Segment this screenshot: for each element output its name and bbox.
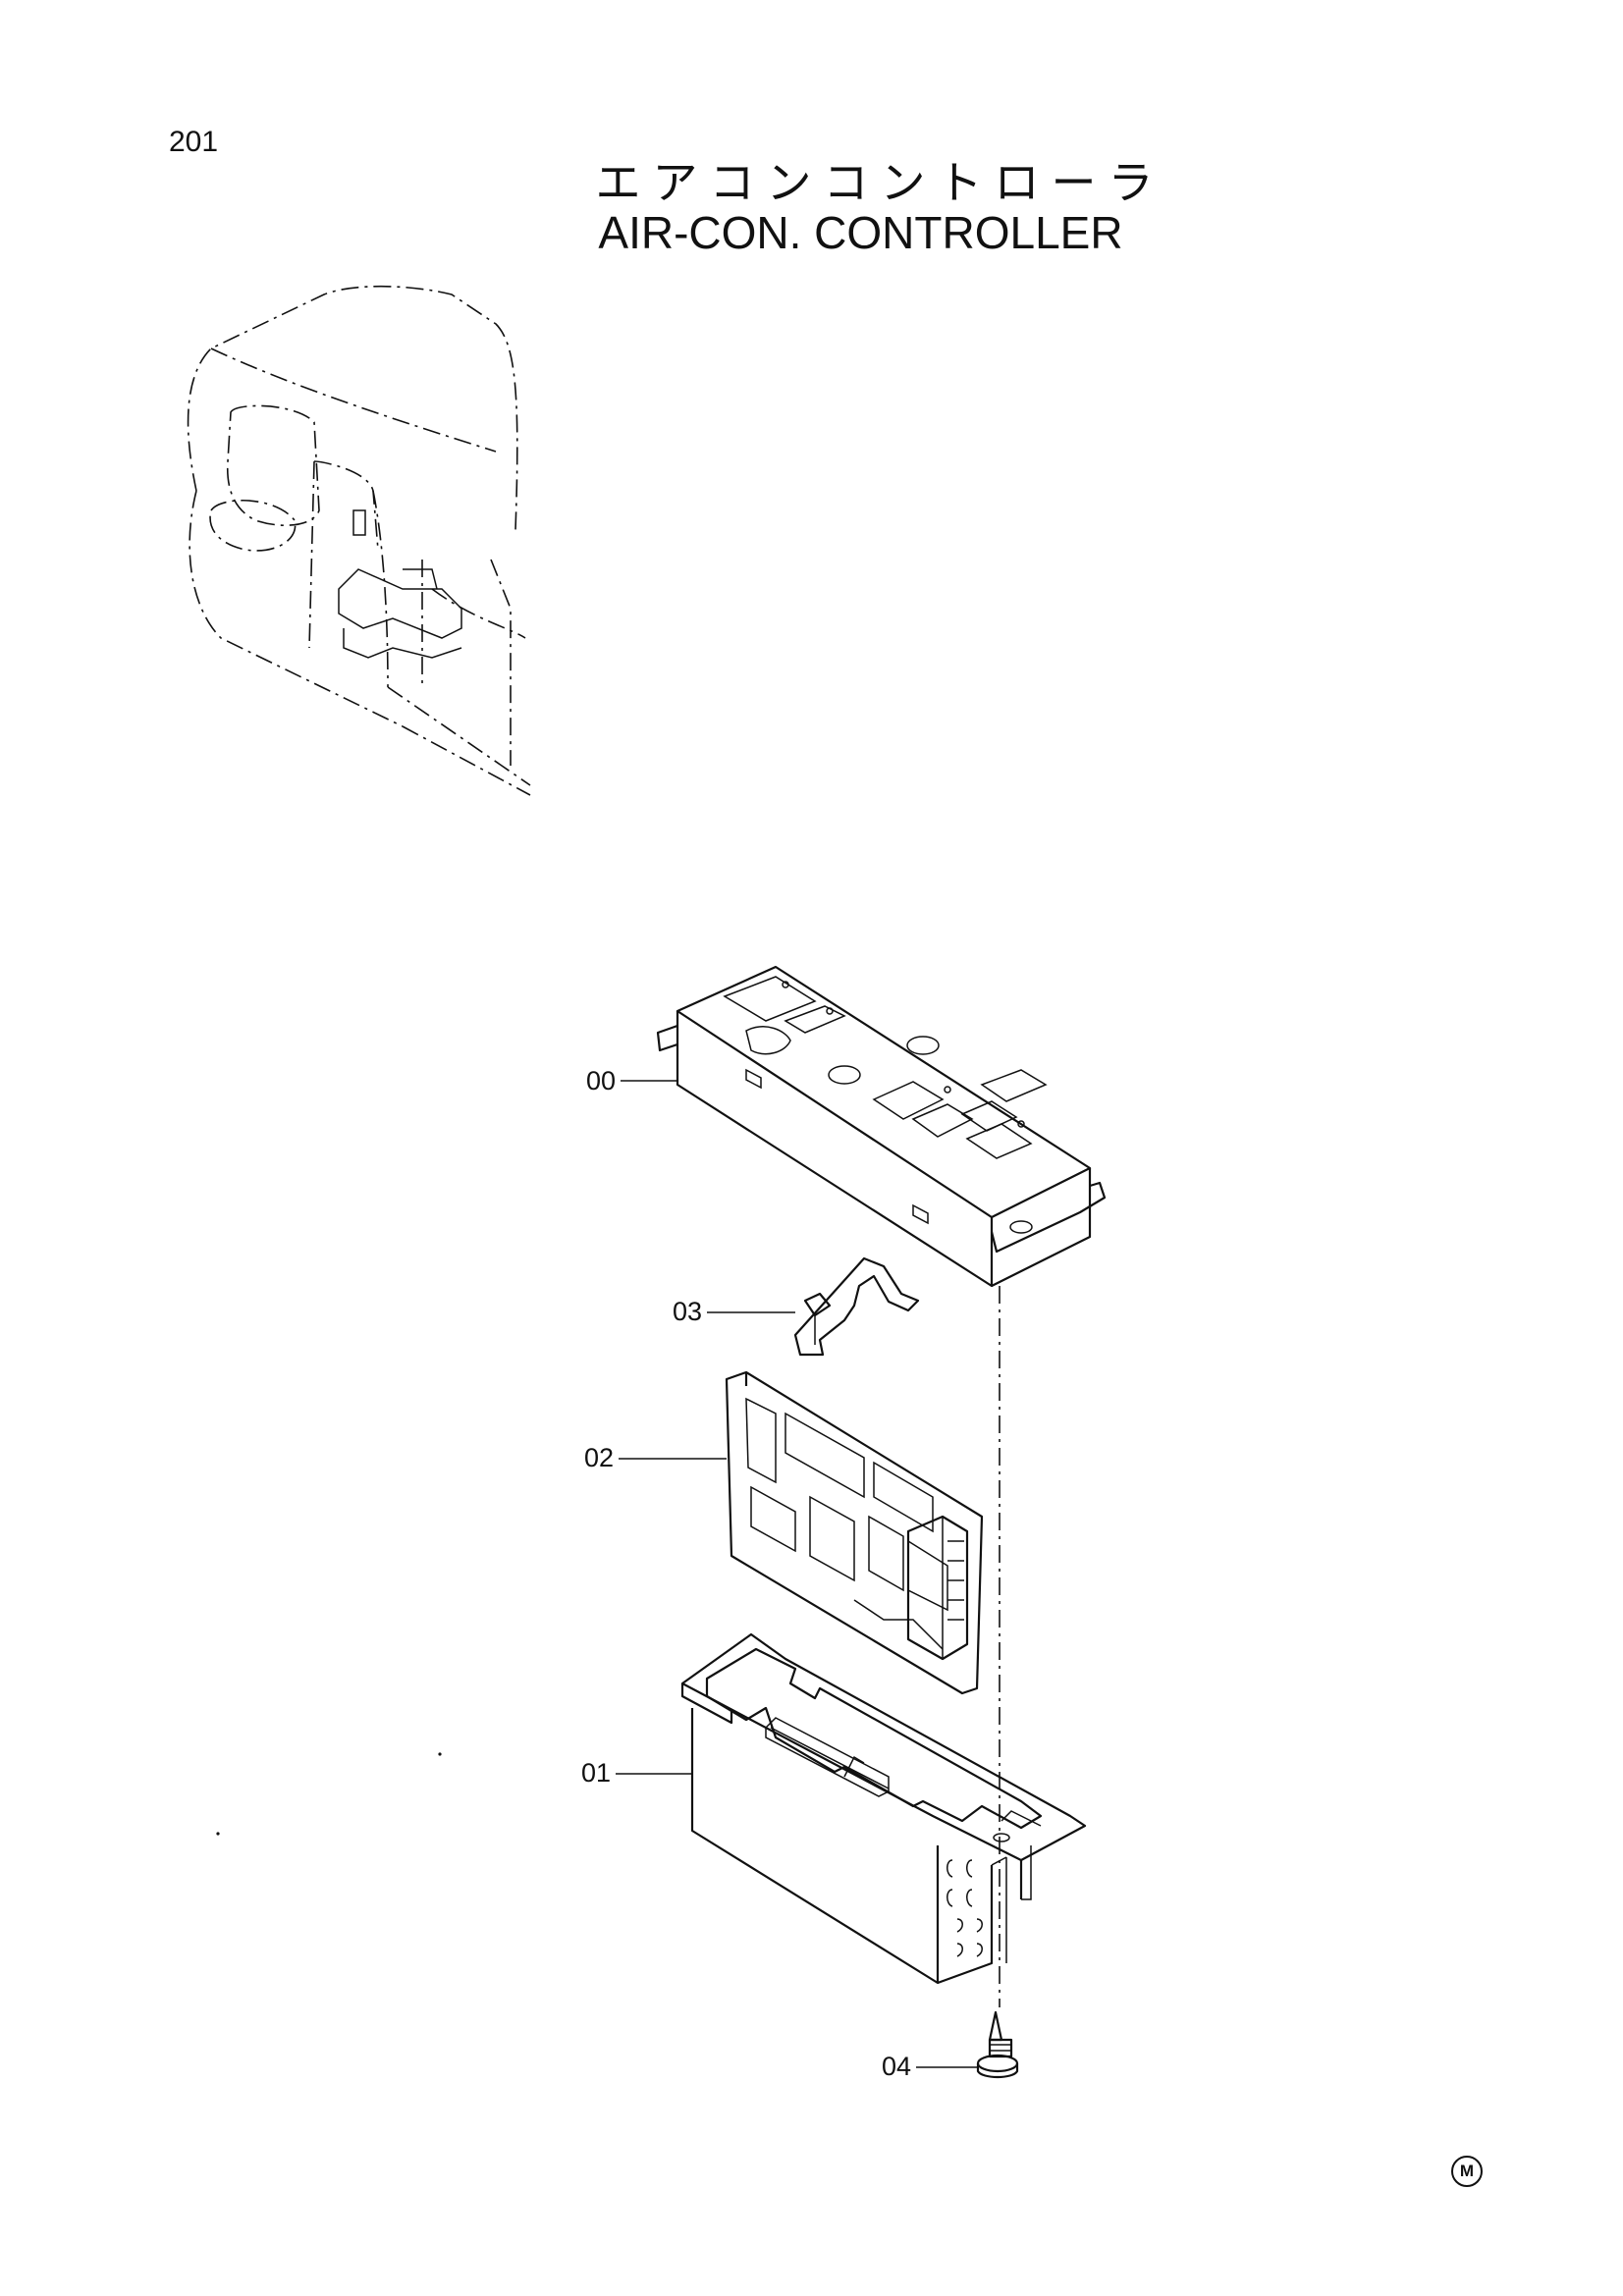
- callout-00: 00: [586, 1066, 677, 1095]
- svg-text:00: 00: [586, 1066, 616, 1095]
- cab-overview: [187, 285, 531, 796]
- callout-02: 02: [584, 1443, 727, 1472]
- speck: [216, 1832, 220, 1836]
- svg-text:03: 03: [673, 1297, 702, 1326]
- part-01-case: [680, 1632, 1087, 1985]
- title-english: AIR-CON. CONTROLLER: [598, 207, 1123, 258]
- callout-04: 04: [882, 2052, 978, 2081]
- svg-text:04: 04: [882, 2052, 911, 2081]
- part-04-screw: [976, 2010, 1019, 2079]
- part-02-circuit-board: [725, 1370, 984, 1695]
- part-03-clip: [793, 1256, 920, 1357]
- callout-01: 01: [581, 1758, 692, 1788]
- svg-text:01: 01: [581, 1758, 611, 1788]
- maker-mark-icon: M: [1451, 2156, 1483, 2187]
- svg-text:02: 02: [584, 1443, 614, 1472]
- page-number: 201: [169, 126, 219, 158]
- title-japanese: エアコンコントローラ: [595, 156, 1165, 209]
- part-00-controller: [656, 965, 1107, 1288]
- callout-03: 03: [673, 1297, 795, 1326]
- speck: [438, 1752, 442, 1756]
